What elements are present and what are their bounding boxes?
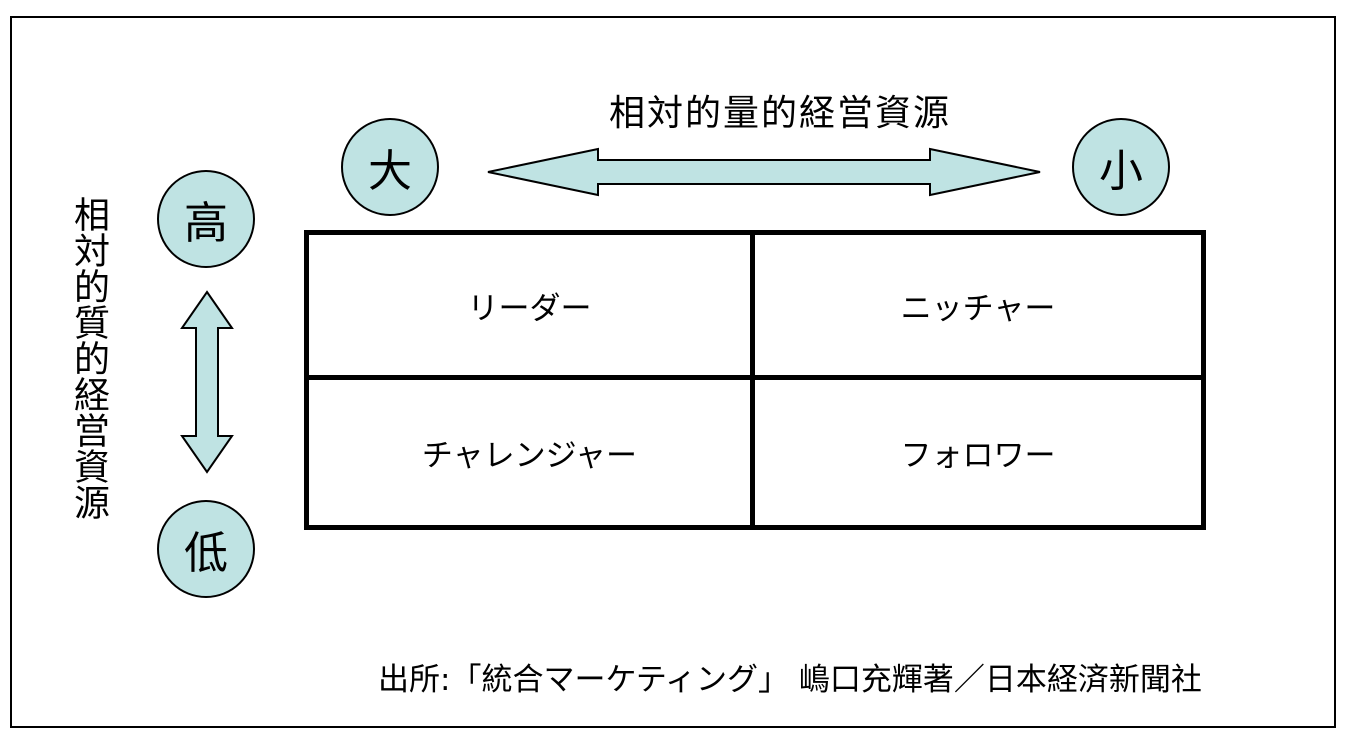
label-large-text: 大 xyxy=(368,146,412,197)
cell-leader: リーダー xyxy=(309,235,755,380)
label-small-text: 小 xyxy=(1099,146,1143,197)
label-low-circle: 低 xyxy=(157,500,255,598)
cell-challenger: チャレンジャー xyxy=(309,380,755,525)
cell-follower-label: フォロワー xyxy=(900,438,1056,474)
cell-nicher: ニッチャー xyxy=(755,235,1201,380)
vertical-double-arrow-icon xyxy=(180,290,234,474)
horizontal-double-arrow-icon xyxy=(487,147,1041,197)
source-citation: 出所:「統合マーケティング」 嶋口充輝著／日本経済新聞社 xyxy=(378,662,1202,698)
vertical-axis-title: 相対的質的経営資源 xyxy=(68,196,109,520)
label-low-text: 低 xyxy=(184,528,228,579)
label-small-circle: 小 xyxy=(1072,118,1170,216)
cell-leader-label: リーダー xyxy=(467,290,592,327)
horizontal-axis-title: 相対的量的経営資源 xyxy=(608,93,951,134)
label-high-text: 高 xyxy=(184,198,228,249)
label-large-circle: 大 xyxy=(341,118,439,216)
positioning-matrix: リーダー ニッチャー チャレンジャー フォロワー xyxy=(304,230,1206,530)
cell-challenger-label: チャレンジャー xyxy=(421,438,638,474)
label-high-circle: 高 xyxy=(157,170,255,268)
diagram-frame xyxy=(10,16,1336,728)
cell-nicher-label: ニッチャー xyxy=(900,290,1056,327)
cell-follower: フォロワー xyxy=(755,380,1201,525)
